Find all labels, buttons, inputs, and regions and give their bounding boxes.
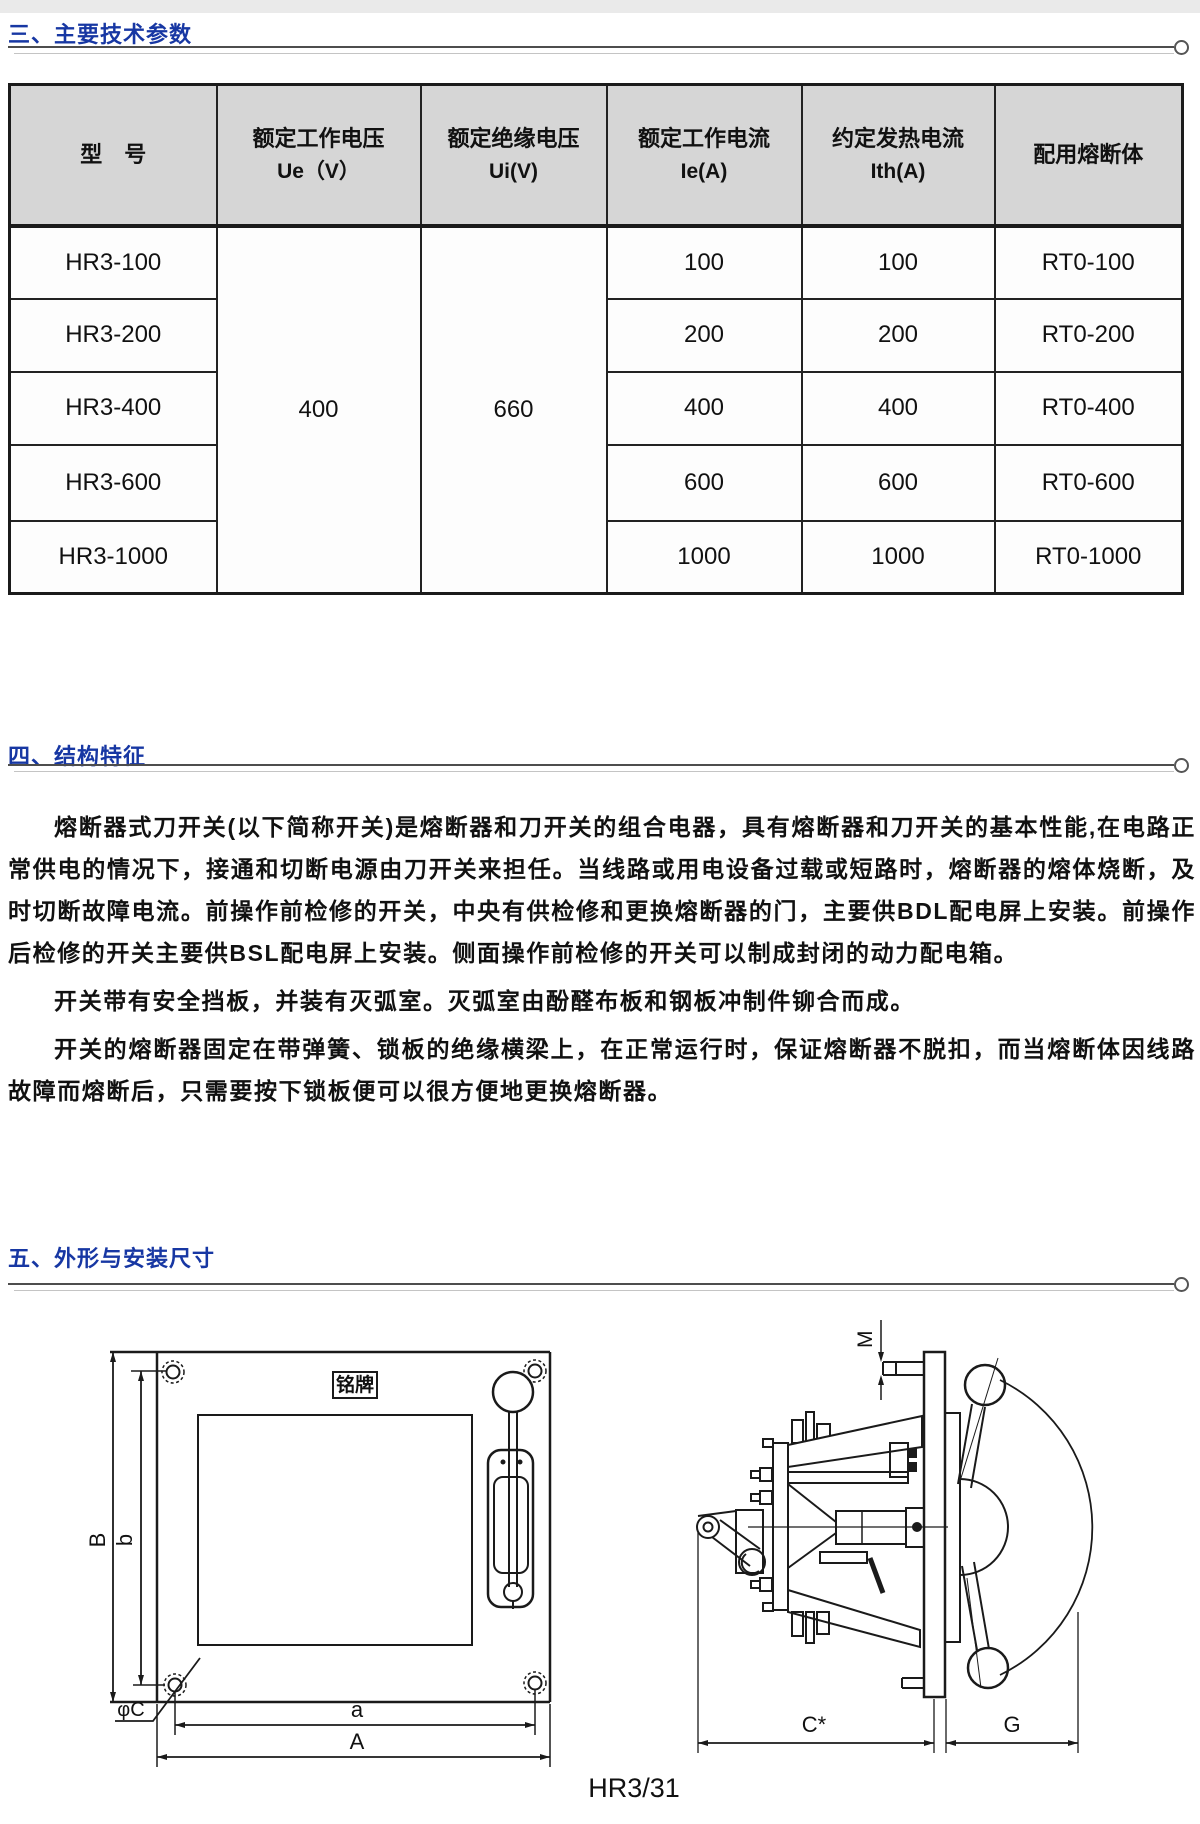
paragraph: 开关的熔断器固定在带弹簧、锁板的绝缘横梁上，在正常运行时，保证熔断器不脱扣，而当… — [8, 1036, 1196, 1104]
cell-model: HR3-400 — [8, 370, 218, 446]
section-rule-structure — [8, 764, 1174, 766]
side-view-drawing: M C* G — [696, 1320, 1094, 1753]
dim-label-G: G — [1003, 1712, 1020, 1737]
dim-label-M: M — [854, 1331, 877, 1349]
cell-fuse: RT0-200 — [993, 297, 1184, 373]
cell-ie: 1000 — [605, 519, 803, 595]
section-title-outline: 五、外形与安装尺寸 — [8, 1246, 216, 1271]
paragraph: 开关带有安全挡板，并装有灭弧室。灭弧室由酚醛布板和钢板冲制件铆合而成。 — [54, 988, 915, 1014]
cell-ith: 200 — [800, 297, 996, 373]
cell-model: HR3-600 — [8, 443, 218, 522]
section-rule-outline-shadow — [14, 1290, 1174, 1291]
section-rule-structure-shadow — [14, 771, 1174, 772]
cell-ith: 600 — [800, 443, 996, 522]
cell-ith: 400 — [800, 370, 996, 446]
cell-ith: 100 — [800, 224, 996, 300]
nameplate-label: 铭牌 — [336, 1373, 374, 1396]
rule-end-ring-icon — [1174, 40, 1189, 55]
cell-ith: 1000 — [800, 519, 996, 595]
dim-label-C: C* — [802, 1712, 827, 1737]
section-rule-params — [8, 46, 1174, 48]
rule-end-ring-icon — [1174, 1277, 1189, 1292]
cell-ie: 100 — [605, 224, 803, 300]
cell-fuse: RT0-1000 — [993, 519, 1184, 595]
cell-fuse: RT0-100 — [993, 224, 1184, 300]
cell-ie: 600 — [605, 443, 803, 522]
paragraph: 熔断器式刀开关(以下简称开关)是熔断器和刀开关的组合电器，具有熔断器和刀开关的基… — [8, 814, 1196, 966]
cell-model: HR3-100 — [8, 224, 218, 300]
dim-label-B: B — [85, 1533, 110, 1548]
section-rule-outline — [8, 1283, 1174, 1285]
section-title-params: 三、主要技术参数 — [8, 22, 193, 47]
page-footer: HR3/31 — [588, 1773, 680, 1803]
cell-ie: 200 — [605, 297, 803, 373]
cell-ui-merged: 660 — [419, 224, 608, 595]
rule-end-ring-icon — [1174, 758, 1189, 773]
dim-label-b: b — [112, 1534, 137, 1546]
section-rule-params-shadow — [14, 53, 1174, 54]
cell-fuse: RT0-400 — [993, 370, 1184, 446]
cell-model: HR3-1000 — [8, 519, 218, 595]
front-view-drawing: 铭牌 B b φC a A — [85, 1350, 552, 1767]
cell-ue-merged: 400 — [215, 224, 422, 595]
dim-label-a: a — [351, 1697, 364, 1722]
dim-label-phiC: φC — [117, 1699, 144, 1721]
col-header-model: 型 号 — [8, 83, 218, 228]
cell-model: HR3-200 — [8, 297, 218, 373]
cell-ie: 400 — [605, 370, 803, 446]
col-header-fuse: 配用熔断体 — [993, 83, 1184, 228]
structure-paragraphs: 熔断器式刀开关(以下简称开关)是熔断器和刀开关的组合电器，具有熔断器和刀开关的基… — [8, 806, 1196, 1118]
section-title-structure: 四、结构特征 — [8, 744, 147, 769]
cell-fuse: RT0-600 — [993, 443, 1184, 522]
dim-label-A: A — [350, 1729, 365, 1754]
scan-top-band — [0, 0, 1200, 13]
